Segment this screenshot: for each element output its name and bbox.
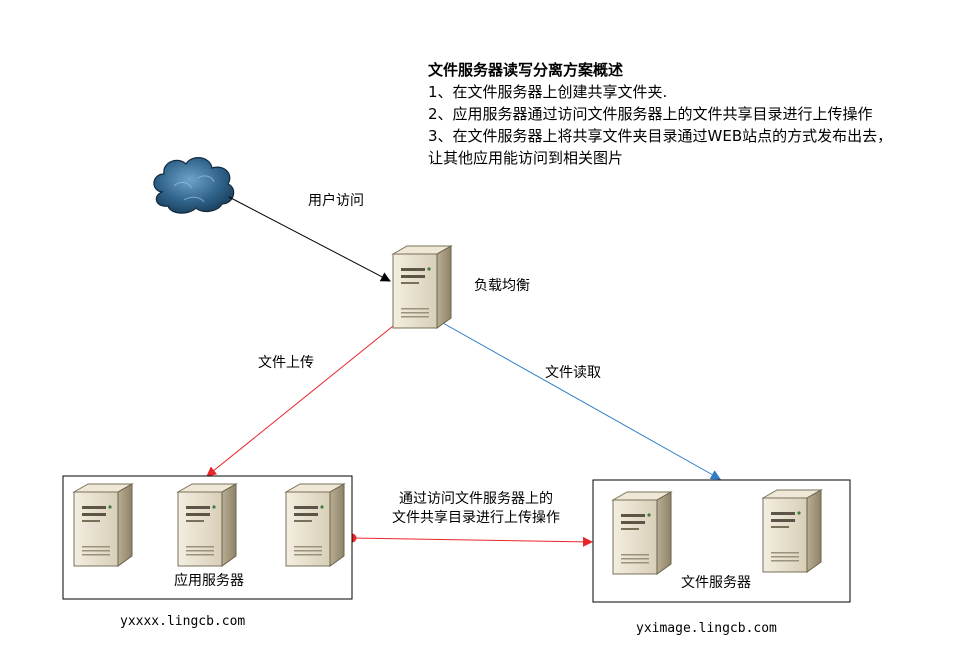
edge-label-share-upload-line2: 文件共享目录进行上传操作	[392, 510, 560, 526]
node-label-file-servers: 文件服务器	[681, 575, 751, 591]
server-icon	[762, 489, 822, 573]
edge-file-upload	[206, 321, 399, 477]
domain-label-app: yxxxx.lingcb.com	[120, 614, 246, 629]
description-line: 让其他应用能访问到相关图片	[428, 149, 624, 167]
description-title: 文件服务器读写分离方案概述	[428, 61, 624, 79]
node-label-load-balancer: 负载均衡	[474, 278, 530, 294]
edge-file-read	[433, 317, 721, 480]
cloud-icon	[153, 157, 235, 214]
server-icon	[73, 483, 133, 567]
load-balancer-server-icon	[392, 245, 452, 329]
edge-label-file-read: 文件读取	[545, 365, 601, 381]
node-label-app-servers: 应用服务器	[174, 573, 244, 589]
edge-label-file-upload: 文件上传	[258, 355, 314, 371]
edge-label-share-upload-line1: 通过访问文件服务器上的	[399, 491, 553, 507]
domain-label-file: yximage.lingcb.com	[636, 621, 777, 636]
description-line: 2、应用服务器通过访问文件服务器上的文件共享目录进行上传操作	[428, 105, 873, 123]
edge-user-access	[228, 196, 391, 282]
server-icon	[285, 483, 345, 567]
description-block: 文件服务器读写分离方案概述 1、在文件服务器上创建共享文件夹. 2、应用服务器通…	[428, 59, 892, 169]
server-icon	[177, 483, 237, 567]
edge-share-upload	[351, 536, 593, 547]
server-icon	[612, 491, 672, 575]
description-line: 1、在文件服务器上创建共享文件夹.	[428, 83, 668, 101]
edge-label-user-access: 用户访问	[308, 193, 364, 209]
description-line: 3、在文件服务器上将共享文件夹目录通过WEB站点的方式发布出去，	[428, 127, 893, 145]
